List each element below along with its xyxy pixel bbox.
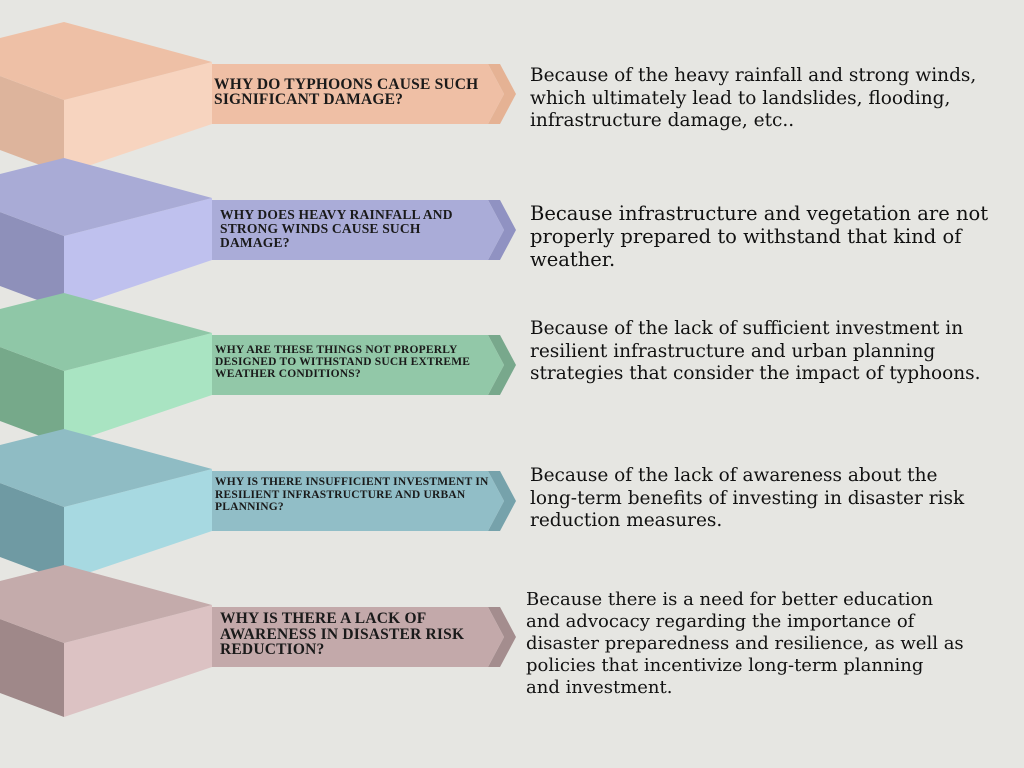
banner-body [212, 335, 504, 395]
prism-front-face [64, 198, 212, 310]
prism-arrow-shape [0, 22, 516, 174]
row-insufficient-investment: Why is there insufficient investment in … [0, 429, 1024, 581]
prism-arrow-shape [0, 293, 516, 445]
banner-tip [488, 607, 516, 667]
answer-text: Because of the lack of sufficient invest… [530, 318, 981, 384]
prism-front-face [64, 333, 212, 445]
question-label: Why is there insufficient investment in … [215, 476, 489, 513]
answer-text: Because of the lack of awareness about t… [530, 465, 965, 531]
prism-top-face [0, 293, 212, 371]
banner-body [212, 200, 504, 260]
answer-text: Because of the heavy rainfall and strong… [530, 65, 977, 131]
prism-front-face [64, 469, 212, 581]
question-label: Why are these things not properly design… [215, 344, 471, 380]
question-label: Why is there a lack of awareness in disa… [220, 610, 465, 658]
prism-front-face [64, 605, 212, 717]
banner-tip [488, 64, 516, 124]
prism-left-face [0, 619, 64, 717]
prism-left-face [0, 76, 64, 174]
question-label: Why does heavy rainfall and strong winds… [220, 207, 453, 250]
prism-front-face [64, 62, 212, 174]
banner-body [212, 607, 504, 667]
question-label: Why do typhoons cause such significant d… [214, 76, 479, 108]
prism-top-face [0, 429, 212, 507]
answer-text: Because there is a need for better educa… [526, 589, 964, 698]
banner-tip [488, 471, 516, 531]
prism-left-face [0, 347, 64, 445]
row-lack-of-awareness: Why is there a lack of awareness in disa… [0, 565, 1024, 717]
prism-left-face [0, 212, 64, 310]
prism-top-face [0, 22, 212, 100]
banner-tip [488, 335, 516, 395]
prism-arrow-shape [0, 158, 516, 310]
banner-body [212, 471, 504, 531]
prism-arrow-shape [0, 429, 516, 581]
banner-body [212, 64, 504, 124]
row-design-weather: Why are these things not properly design… [0, 293, 1024, 445]
prism-top-face [0, 565, 212, 643]
prism-left-face [0, 483, 64, 581]
prism-arrow-shape [0, 565, 516, 717]
row-rainfall-damage: Why does heavy rainfall and strong winds… [0, 158, 1024, 310]
banner-tip [488, 200, 516, 260]
answer-text: Because infrastructure and vegetation ar… [530, 202, 989, 271]
row-typhoon-damage: Why do typhoons cause such significant d… [0, 22, 1024, 174]
prism-top-face [0, 158, 212, 236]
